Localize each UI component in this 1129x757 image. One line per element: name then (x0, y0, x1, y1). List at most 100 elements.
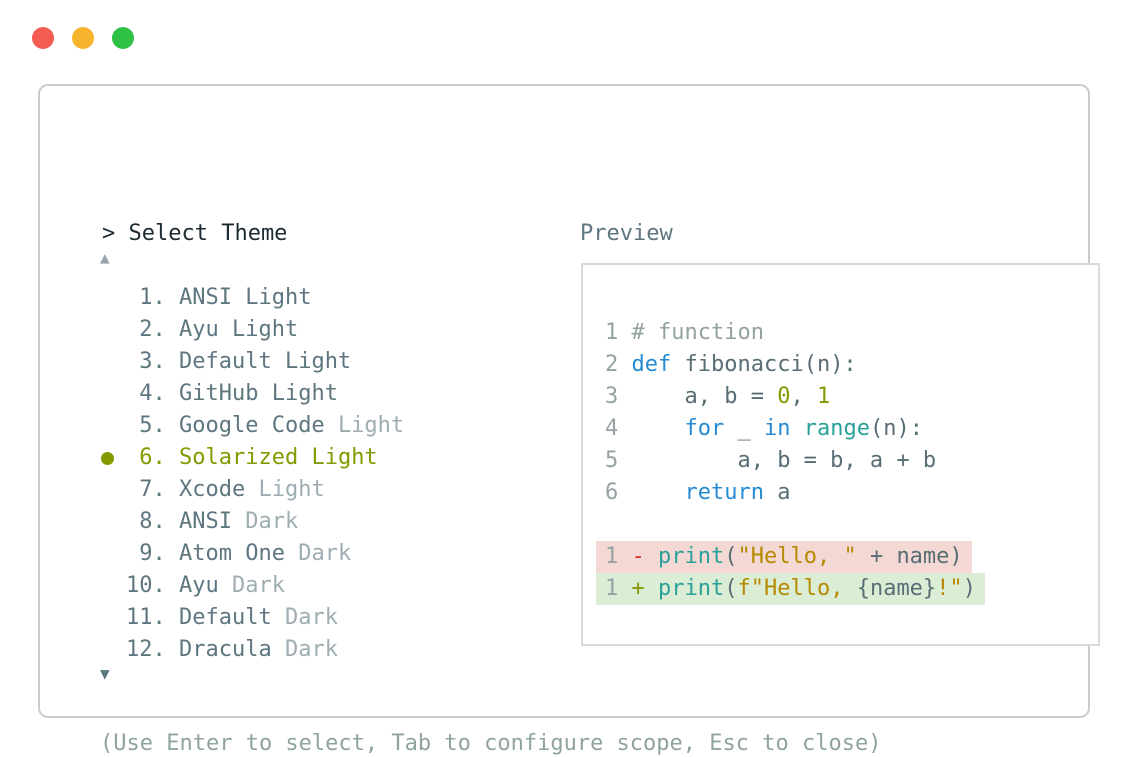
theme-item-number: 6. (139, 445, 166, 470)
token-function: range (803, 416, 870, 441)
line-number: 4 (605, 416, 632, 441)
token-function: print (658, 544, 725, 569)
theme-item-variant: Dark (284, 605, 338, 630)
code-line-content: 1 + print(f"Hello, {name}!") (596, 573, 985, 605)
theme-item-variant: Dark (245, 509, 299, 534)
token-minus: - (631, 544, 645, 569)
theme-item-name: Ayu (178, 317, 219, 342)
line-number: 3 (605, 384, 632, 409)
theme-list-item[interactable]: 10. Ayu Dark (100, 570, 404, 602)
theme-item-name: Solarized (178, 445, 299, 470)
theme-list-item[interactable]: 2. Ayu Light (100, 314, 404, 346)
code-line: 6 return a (605, 477, 985, 509)
token-plain: (n): (869, 416, 923, 441)
line-number: 2 (605, 352, 632, 377)
token-number: 1 (816, 384, 831, 409)
close-button[interactable] (32, 27, 54, 49)
token-plain: a (763, 480, 791, 505)
line-number: 1 (605, 576, 632, 601)
theme-item-variant: Light (231, 317, 299, 342)
token-plain (645, 544, 658, 569)
line-number: 5 (605, 448, 632, 473)
code-line-content: 2 def fibonacci(n): (596, 349, 866, 381)
code-line: 3 a, b = 0, 1 (605, 381, 985, 413)
theme-list-item[interactable]: 4. GitHub Light (100, 378, 404, 410)
token-plain: {name} (856, 576, 937, 601)
diff-removed-line: 1 - print("Hello, " + name) (596, 541, 985, 573)
theme-item-number: 2. (139, 317, 166, 342)
token-plain (645, 576, 658, 601)
scroll-up-indicator[interactable]: ▲ (100, 248, 110, 267)
theme-list-item[interactable]: 7. Xcode Light (100, 474, 404, 506)
theme-item-name: ANSI (178, 509, 232, 534)
code-line: 4 for _ in range(n): (605, 413, 985, 445)
token-keyword: return (684, 480, 764, 505)
preview-label: Preview (580, 221, 673, 246)
theme-item-variant: Light (258, 477, 325, 502)
selected-item-bullet (101, 452, 114, 465)
theme-list-item[interactable]: 12. Dracula Dark (100, 634, 404, 666)
theme-item-variant: Light (284, 349, 352, 374)
theme-item-variant: Light (271, 381, 338, 406)
keyboard-hint: (Use Enter to select, Tab to configure s… (100, 731, 882, 756)
theme-list-item[interactable]: 8. ANSI Dark (100, 506, 404, 538)
theme-item-name: GitHub (178, 381, 259, 406)
token-plain: ) (962, 576, 976, 601)
theme-list-item[interactable]: 3. Default Light (100, 346, 404, 378)
token-keyword: def (631, 352, 672, 377)
theme-item-name: Google Code (178, 413, 325, 438)
theme-item-variant: Light (337, 413, 405, 438)
zoom-button[interactable] (112, 27, 134, 49)
token-plain: , (790, 384, 817, 409)
theme-item-name: Ayu (178, 573, 219, 598)
theme-list-item[interactable]: 11. Default Dark (100, 602, 404, 634)
code-line: 5 a, b = b, a + b (605, 445, 985, 477)
token-plain: ( (724, 576, 738, 601)
theme-item-name: ANSI (178, 285, 232, 310)
token-string: f"Hello, (737, 576, 857, 601)
line-number: 1 (605, 320, 632, 345)
token-plain (632, 480, 685, 505)
theme-item-name: Dracula (178, 637, 272, 662)
theme-list-item[interactable]: 6. Solarized Light (100, 442, 404, 474)
token-function: print (658, 576, 725, 601)
token-string: "Hello, " (737, 544, 857, 569)
theme-item-name: Default (178, 349, 272, 374)
theme-list-item[interactable]: 9. Atom One Dark (100, 538, 404, 570)
scroll-down-indicator[interactable]: ▼ (100, 664, 110, 683)
theme-item-number: 7. (139, 477, 166, 502)
code-line-content: 1 # function (596, 317, 773, 349)
token-keyword: for (684, 416, 725, 441)
theme-item-number: 3. (139, 349, 166, 374)
theme-item-name: Atom One (178, 541, 285, 566)
theme-list-item[interactable]: 5. Google Code Light (100, 410, 404, 442)
theme-item-number: 12. (126, 637, 166, 662)
theme-list-item[interactable]: 1. ANSI Light (100, 282, 404, 314)
picker-prompt[interactable]: > Select Theme (102, 221, 288, 246)
theme-item-number: 10. (126, 573, 166, 598)
token-plain: + name) (856, 544, 963, 569)
code-line-content: 4 for _ in range(n): (596, 413, 932, 445)
minimize-button[interactable] (72, 27, 94, 49)
code-blank-line (605, 509, 985, 541)
theme-item-name: Xcode (178, 477, 246, 502)
token-plain: _ (724, 416, 764, 441)
diff-added-line: 1 + print(f"Hello, {name}!") (596, 573, 985, 605)
theme-item-variant: Dark (284, 637, 338, 662)
token-plus: + (631, 576, 645, 601)
code-line: 2 def fibonacci(n): (605, 349, 985, 381)
theme-item-number: 5. (139, 413, 166, 438)
token-keyword: in (763, 416, 791, 441)
code-line-content: 6 return a (596, 477, 799, 509)
window-controls (32, 27, 134, 49)
token-plain: a, b = b, a + b (631, 448, 937, 473)
theme-item-variant: Light (311, 445, 378, 470)
token-string: !" (936, 576, 963, 601)
theme-item-number: 1. (139, 285, 166, 310)
token-plain (790, 416, 803, 441)
token-plain (632, 416, 685, 441)
